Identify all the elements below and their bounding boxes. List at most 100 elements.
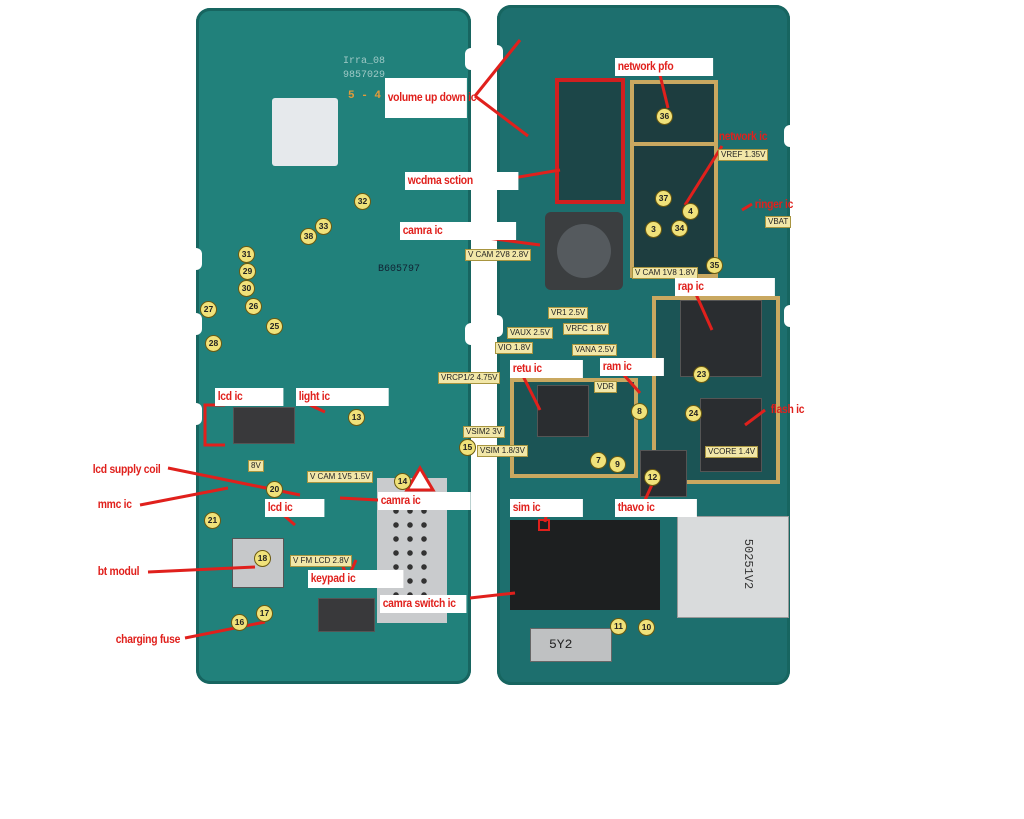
test-point-marker: 30 bbox=[238, 280, 255, 297]
arrow-network-ic bbox=[683, 145, 724, 206]
memory-card-slot: 50251V2 bbox=[677, 516, 789, 618]
arrow-light bbox=[309, 403, 326, 414]
test-point-marker: 34 bbox=[671, 220, 688, 237]
sim-holder bbox=[510, 520, 660, 610]
silk-board-code: B605797 bbox=[378, 264, 421, 275]
network-ic-shield bbox=[630, 142, 718, 278]
test-point-marker: 29 bbox=[239, 263, 256, 280]
warning-icon bbox=[404, 465, 436, 492]
callout-label: camra ic bbox=[400, 222, 517, 240]
callout-label: lcd supply coil bbox=[92, 464, 161, 476]
keypad-connector bbox=[318, 598, 375, 632]
voltage-tag: V CAM 1V5 1.5V bbox=[307, 471, 374, 483]
test-point-marker: 13 bbox=[348, 409, 365, 426]
callout-label: ringer ic bbox=[754, 199, 794, 211]
white-sticker bbox=[272, 98, 338, 166]
voltage-tag: VAUX 2.5V bbox=[507, 327, 553, 339]
test-point-marker: 27 bbox=[200, 301, 217, 318]
callout-label: ram ic bbox=[600, 358, 664, 376]
test-point-marker: 14 bbox=[394, 473, 411, 490]
vibrator: 5Y2 bbox=[530, 628, 612, 662]
test-point-marker: 16 bbox=[231, 614, 248, 631]
callout-label: camra ic bbox=[378, 492, 471, 510]
arrow-camra-ic-left bbox=[339, 496, 379, 502]
arrow-ringer bbox=[741, 202, 753, 212]
voltage-tag: VIO 1.8V bbox=[495, 342, 534, 354]
voltage-tag: VRCP1/2 4.75V bbox=[438, 372, 501, 384]
voltage-tag: VSIM 1.8/3V bbox=[477, 445, 528, 457]
callout-label: network pfo bbox=[615, 58, 714, 76]
voltage-tag: VBAT bbox=[765, 216, 792, 228]
arrow-ram bbox=[621, 372, 642, 395]
arrow-volume bbox=[473, 39, 529, 138]
test-point-marker: 11 bbox=[610, 618, 627, 635]
test-point-marker: 38 bbox=[300, 228, 317, 245]
test-point-marker: 32 bbox=[354, 193, 371, 210]
arrow-flash bbox=[744, 408, 766, 427]
voltage-tag: V FM LCD 2.8V bbox=[290, 555, 353, 567]
bracket-lcd bbox=[203, 403, 225, 447]
test-point-marker: 4 bbox=[682, 203, 699, 220]
callout-label: retu ic bbox=[510, 360, 583, 378]
flash-chip bbox=[700, 398, 762, 472]
test-point-marker: 25 bbox=[266, 318, 283, 335]
callout-label: lcd ic bbox=[265, 499, 325, 517]
test-point-marker: 35 bbox=[706, 257, 723, 274]
silk-irra: Irra_08 bbox=[343, 56, 386, 67]
test-point-marker: 24 bbox=[685, 405, 702, 422]
callout-label: camra switch ic bbox=[380, 595, 467, 613]
test-point-marker: 15 bbox=[459, 439, 476, 456]
lcd-connector bbox=[233, 407, 295, 444]
voltage-tag: VREF 1.35V bbox=[718, 149, 769, 161]
arrow-mmc bbox=[139, 486, 229, 507]
callout-label: rap ic bbox=[675, 278, 775, 296]
voltage-tag: V CAM 1V8 1.8V bbox=[632, 267, 699, 279]
voltage-tag: 8V bbox=[248, 460, 264, 472]
callout-label: lcd ic bbox=[215, 388, 284, 406]
test-point-marker: 12 bbox=[644, 469, 661, 486]
callout-label: sim ic bbox=[510, 499, 583, 517]
retu-chip bbox=[537, 385, 589, 437]
bt-module bbox=[232, 538, 284, 588]
callout-label: charging fuse bbox=[115, 634, 181, 646]
test-point-marker: 3 bbox=[645, 221, 662, 238]
silk-vibrator: 5Y2 bbox=[549, 637, 573, 652]
silk-serial: 9857029 bbox=[343, 70, 386, 81]
test-point-marker: 7 bbox=[590, 452, 607, 469]
test-point-marker: 20 bbox=[266, 481, 283, 498]
test-point-marker: 10 bbox=[638, 619, 655, 636]
arrow-charging bbox=[184, 620, 266, 640]
test-point-marker: 26 bbox=[245, 298, 262, 315]
callout-label: network ic bbox=[718, 131, 768, 143]
arrow-network-pfo bbox=[658, 74, 670, 109]
callout-label: flash ic bbox=[770, 404, 805, 416]
voltage-tag: VCORE 1.4V bbox=[705, 446, 759, 458]
callout-label: bt modul bbox=[97, 566, 140, 578]
callout-label: mmc ic bbox=[97, 499, 132, 511]
test-point-marker: 33 bbox=[315, 218, 332, 235]
rap-chip bbox=[680, 300, 762, 377]
callout-label: light ic bbox=[296, 388, 389, 406]
test-point-marker: 18 bbox=[254, 550, 271, 567]
voltage-tag: VDR bbox=[594, 381, 617, 393]
test-point-marker: 37 bbox=[655, 190, 672, 207]
arrow-camra-switch bbox=[469, 591, 516, 600]
test-point-marker: 21 bbox=[204, 512, 221, 529]
arrow-rap bbox=[693, 291, 714, 331]
test-point-marker: 23 bbox=[693, 366, 710, 383]
test-point-marker: 28 bbox=[205, 335, 222, 352]
voltage-tag: VANA 2.5V bbox=[572, 344, 618, 356]
voltage-tag: VSIM2 3V bbox=[463, 426, 506, 438]
voltage-tag: VR1 2.5V bbox=[548, 307, 589, 319]
callout-label: keypad ic bbox=[308, 570, 404, 588]
test-point-marker: 36 bbox=[656, 108, 673, 125]
test-point-marker: 31 bbox=[238, 246, 255, 263]
test-point-marker: 9 bbox=[609, 456, 626, 473]
callout-label: volume up down ic bbox=[385, 78, 477, 118]
arrow-bt bbox=[147, 565, 256, 574]
voltage-tag: V CAM 2V8 2.8V bbox=[465, 249, 532, 261]
test-point-marker: 17 bbox=[256, 605, 273, 622]
camera-module bbox=[545, 212, 623, 290]
callout-label: thavo ic bbox=[615, 499, 697, 517]
callout-label: wcdma sction bbox=[405, 172, 519, 190]
